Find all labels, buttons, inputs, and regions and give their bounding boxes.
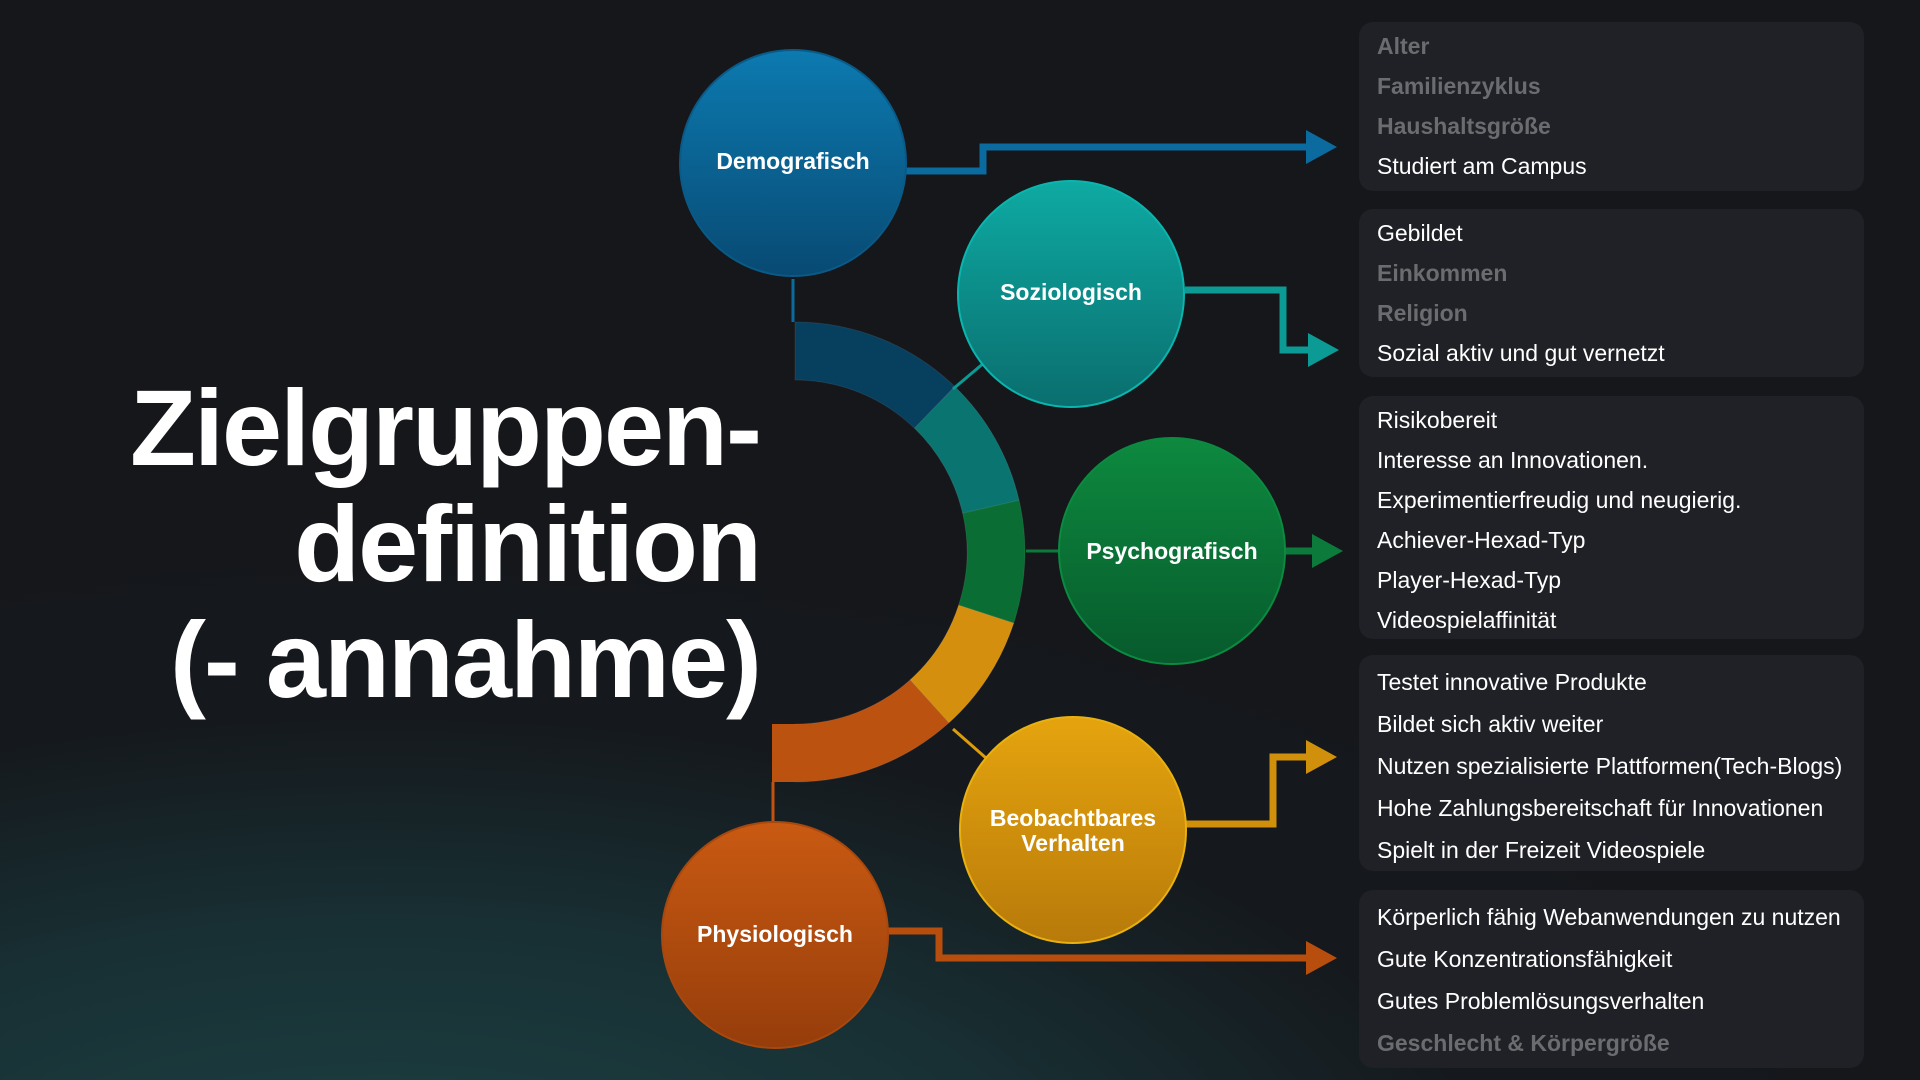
list-item: Geschlecht & Körpergröße <box>1377 1030 1670 1056</box>
list-item: Hohe Zahlungsbereitschaft für Innovation… <box>1377 795 1824 821</box>
arrow-demografisch <box>906 143 1310 175</box>
list-item: Gutes Problemlösungsverhalten <box>1377 988 1705 1014</box>
list-item: Risikobereit <box>1377 407 1498 433</box>
arrow-verhalten <box>1185 753 1310 828</box>
segment-physiologisch-extension <box>772 724 796 782</box>
arrowhead-icon <box>1306 740 1337 774</box>
demografisch-items-panel: Alter Familienzyklus Haushaltsgröße Stud… <box>1359 22 1864 191</box>
arrowhead-icon <box>1306 130 1337 164</box>
list-item: Achiever-Hexad-Typ <box>1377 527 1586 553</box>
physiologisch-items-panel: Körperlich fähig Webanwendungen zu nutze… <box>1359 890 1864 1068</box>
list-item: Haushaltsgröße <box>1377 113 1551 139</box>
page-title: Zielgruppen- definition (- annahme) <box>130 367 762 720</box>
psychografisch-items-panel: Risikobereit Interesse an Innovationen. … <box>1359 396 1864 639</box>
category-label: Verhalten <box>1021 830 1125 856</box>
list-item: Körperlich fähig Webanwendungen zu nutze… <box>1377 904 1841 930</box>
list-item: Nutzen spezialisierte Plattformen(Tech-B… <box>1377 753 1843 779</box>
category-physiologisch[interactable]: Physiologisch <box>661 821 889 1049</box>
category-label: Demografisch <box>716 148 869 174</box>
category-label: Psychografisch <box>1086 538 1257 564</box>
arrow-physiologisch <box>888 927 1310 962</box>
verhalten-items-panel: Testet innovative Produkte Bildet sich a… <box>1359 655 1864 871</box>
category-psychografisch[interactable]: Psychografisch <box>1058 437 1286 665</box>
list-item: Studiert am Campus <box>1377 153 1587 179</box>
category-demografisch[interactable]: Demografisch <box>679 49 907 277</box>
category-label: Beobachtbares <box>990 805 1156 831</box>
list-item: Bildet sich aktiv weiter <box>1377 711 1604 737</box>
list-item: Gebildet <box>1377 220 1463 246</box>
soziologisch-items-panel: Gebildet Einkommen Religion Sozial aktiv… <box>1359 209 1864 377</box>
list-item: Spielt in der Freizeit Videospiele <box>1377 837 1706 863</box>
list-item: Player-Hexad-Typ <box>1377 567 1562 593</box>
list-item: Einkommen <box>1377 260 1508 286</box>
list-item: Sozial aktiv und gut vernetzt <box>1377 340 1665 366</box>
category-verhalten[interactable]: Beobachtbares Verhalten <box>959 716 1187 944</box>
title-line: definition <box>294 483 762 604</box>
connector-line <box>952 360 986 391</box>
list-item: Experimentierfreudig und neugierig. <box>1377 487 1742 513</box>
ring-segments <box>772 321 1026 783</box>
title-line: (- annahme) <box>169 599 762 720</box>
arrowhead-icon <box>1306 941 1337 975</box>
arrowhead-icon <box>1308 333 1339 367</box>
title-line: Zielgruppen- <box>130 367 762 488</box>
arrowhead-icon <box>1312 534 1343 568</box>
list-item: Videospielaffinität <box>1377 607 1557 633</box>
list-item: Alter <box>1377 33 1430 59</box>
category-label: Soziologisch <box>1000 279 1142 305</box>
list-item: Familienzyklus <box>1377 73 1541 99</box>
list-item: Testet innovative Produkte <box>1377 669 1647 695</box>
segment-demografisch <box>794 321 956 429</box>
category-soziologisch[interactable]: Soziologisch <box>957 180 1185 408</box>
list-item: Interesse an Innovationen. <box>1377 447 1649 473</box>
arrow-soziologisch <box>1185 286 1312 354</box>
list-item: Gute Konzentrationsfähigkeit <box>1377 946 1673 972</box>
list-item: Religion <box>1377 300 1468 326</box>
category-label: Physiologisch <box>697 921 853 947</box>
segment-psychografisch <box>957 499 1026 624</box>
connector-line <box>952 727 987 760</box>
